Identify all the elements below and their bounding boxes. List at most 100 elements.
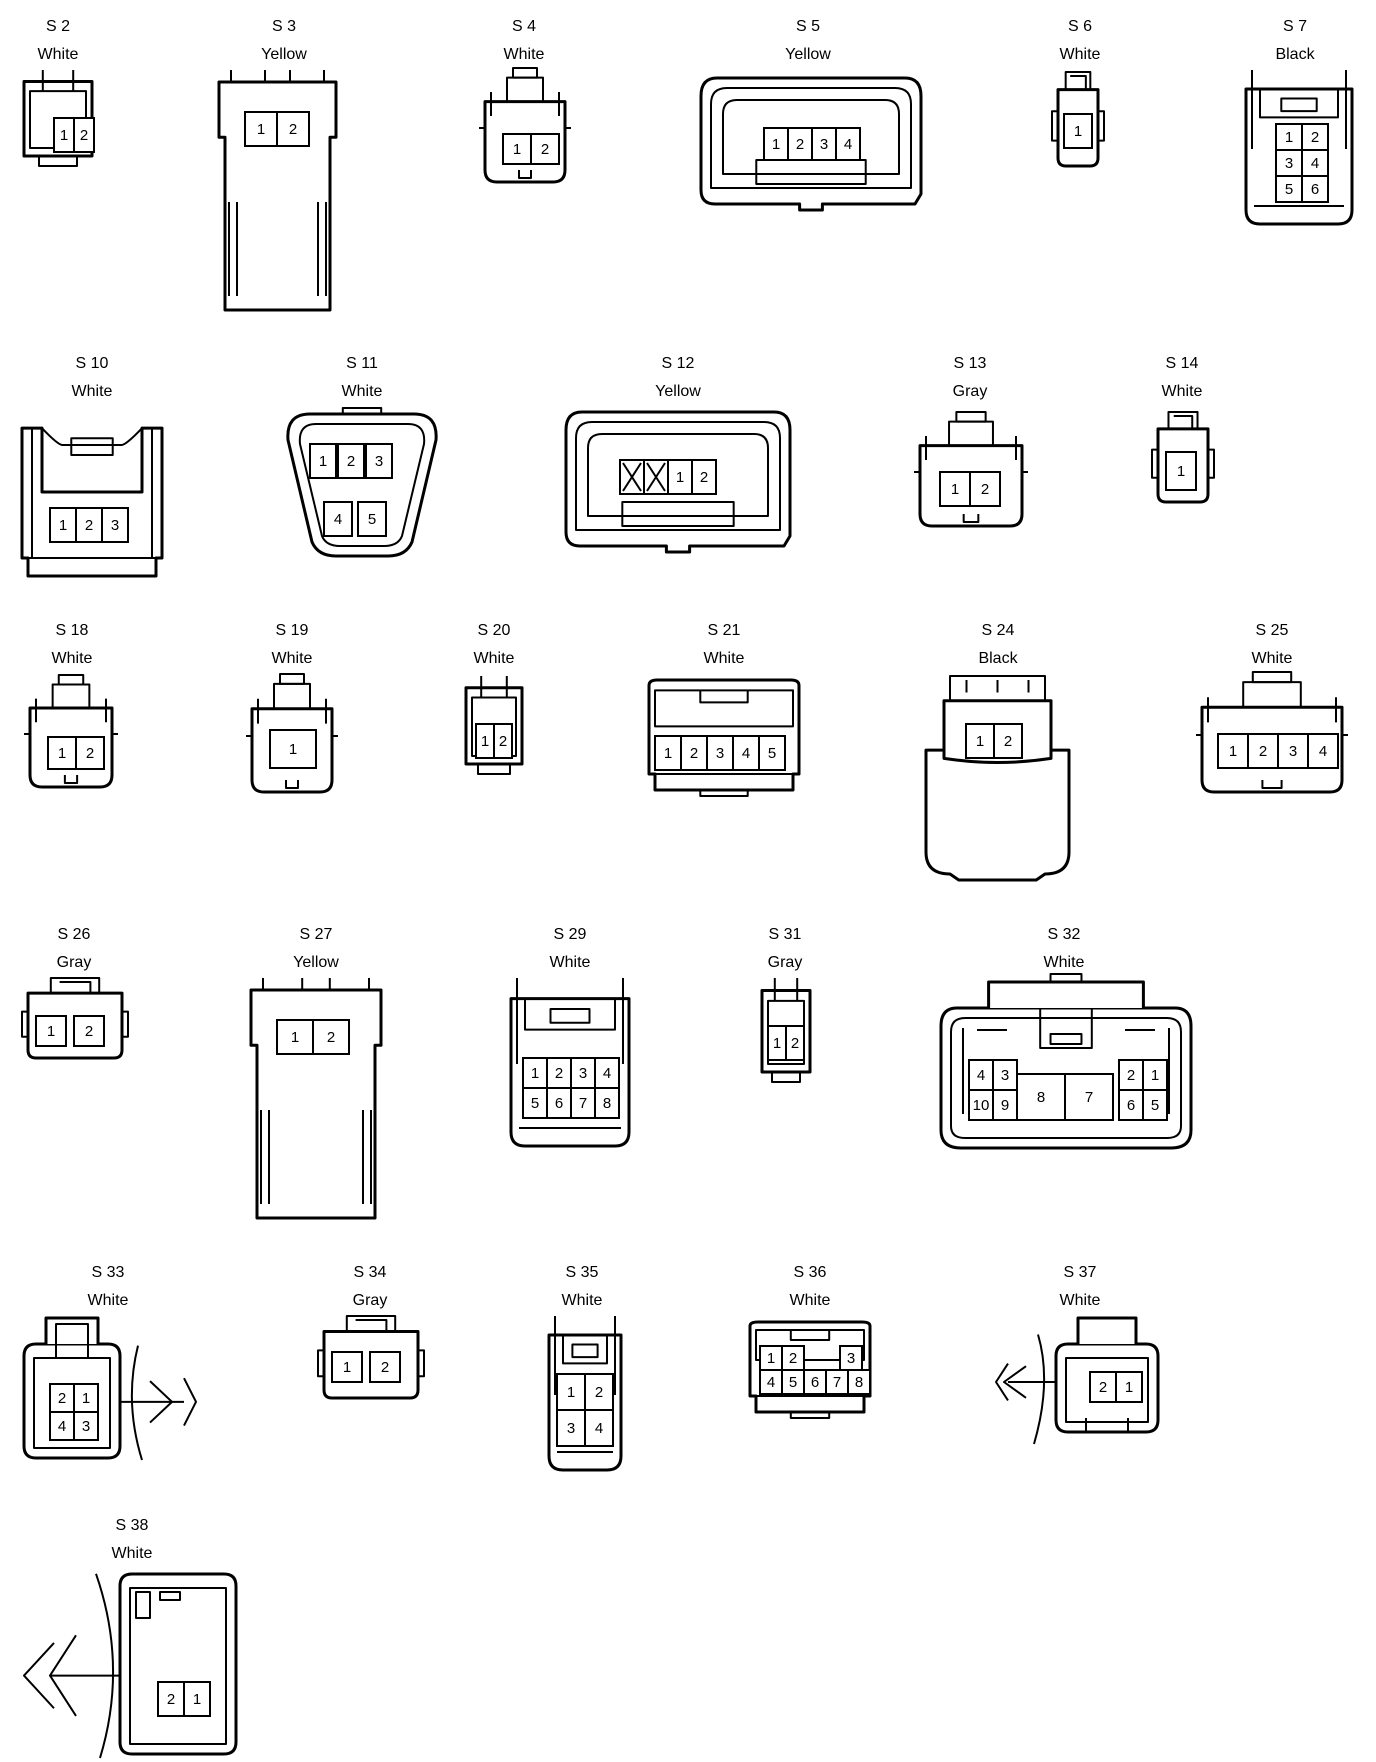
housing-detail [1070, 75, 1087, 90]
pin-cavity [763, 127, 789, 161]
pin-number: 1 [58, 745, 66, 762]
connector-housing [924, 748, 1071, 882]
connector-id-label: S 3 [271, 18, 296, 35]
pin-number: 3 [579, 1065, 587, 1082]
connector-id-label: S 25 [1255, 622, 1289, 639]
pin-number: 7 [833, 1374, 841, 1391]
pin-cavity [847, 1369, 871, 1395]
pin-cavity [1307, 733, 1339, 769]
pin-cavity [530, 133, 560, 165]
pin-number: 1 [513, 141, 521, 158]
housing-detail [345, 1315, 397, 1332]
connector-color-label: Yellow [785, 46, 831, 63]
connector-id-label: S 4 [511, 18, 536, 35]
pin-number: 2 [381, 1359, 389, 1376]
pin-number: 4 [595, 1420, 603, 1437]
pin-cavity [992, 1089, 1018, 1121]
pin-number: 4 [58, 1418, 66, 1435]
pin-number: 5 [1151, 1097, 1159, 1114]
pin-number: 4 [334, 511, 342, 528]
housing-detail [1207, 697, 1337, 723]
housing-detail [301, 978, 331, 990]
connector-color-label: White [111, 1545, 153, 1562]
pin-number: 2 [791, 1035, 799, 1052]
housing-detail [149, 1380, 173, 1424]
housing-detail [755, 1329, 865, 1361]
connector-id-label: S 35 [565, 1264, 599, 1281]
pin-number: 3 [1285, 155, 1293, 172]
connector-housing [44, 1316, 100, 1344]
housing-detail [159, 1591, 181, 1601]
pin-number: 3 [375, 453, 383, 470]
housing-detail [965, 680, 1030, 693]
pin-number: 2 [1004, 733, 1012, 750]
housing-detail [925, 436, 1017, 460]
pin-number: 2 [595, 1384, 603, 1401]
housing-detail [355, 1319, 388, 1332]
pin-cavity [1277, 733, 1309, 769]
housing-detail [55, 1323, 89, 1359]
connector-color-label: Yellow [655, 383, 701, 400]
pin-cavity [732, 735, 760, 771]
pin-cavity [1301, 175, 1329, 203]
housing-detail [236, 202, 319, 296]
housing-detail [260, 1110, 372, 1204]
connector-id-label: S 6 [1067, 18, 1092, 35]
housing-detail [298, 423, 426, 547]
housing-detail [1049, 973, 1083, 982]
housing-detail [710, 87, 912, 189]
pin-number: 3 [847, 1350, 855, 1367]
connector-color-label: White [1059, 1292, 1101, 1309]
housing-detail [1003, 1365, 1027, 1399]
connector-color-label: Black [978, 650, 1018, 667]
connector-color-label: White [503, 46, 545, 63]
pin-cavity [73, 1411, 99, 1441]
pin-number: 5 [789, 1374, 797, 1391]
housing-detail [789, 1412, 831, 1419]
housing-detail [1085, 1418, 1129, 1433]
pin-number: 1 [291, 1029, 299, 1046]
housing-detail [699, 690, 749, 704]
pin-number: 5 [1285, 181, 1293, 198]
pin-number: 4 [1319, 743, 1327, 760]
housing-detail [518, 170, 532, 179]
pin-number: 6 [1311, 181, 1319, 198]
housing-detail [1064, 71, 1092, 90]
housing-detail [1261, 780, 1283, 789]
housing-detail [23, 1642, 120, 1709]
housing-detail [130, 1345, 143, 1461]
housing-detail [490, 92, 560, 116]
pin-number: 1 [976, 733, 984, 750]
housing-detail [949, 675, 1046, 702]
connector-housing [1076, 1316, 1138, 1344]
connector-id-label: S 21 [707, 622, 741, 639]
housing-detail [129, 1587, 227, 1745]
connector-id-label: S 12 [661, 355, 695, 372]
pin-number: 5 [768, 745, 776, 762]
connector-id-label: S 32 [1047, 926, 1081, 943]
connector-color-label: Gray [56, 954, 92, 971]
housing-detail [135, 1591, 151, 1619]
connector-color-label: White [1043, 954, 1085, 971]
housing-detail [621, 501, 735, 527]
housing-detail [471, 696, 517, 757]
pin-cavity [546, 1087, 572, 1119]
housing-detail [699, 790, 749, 797]
housing-detail [1242, 681, 1302, 708]
pin-number: 6 [1127, 1097, 1135, 1114]
housing-detail [587, 433, 769, 517]
pin-cavity [312, 1019, 350, 1055]
housing-detail [1251, 671, 1293, 684]
pin-number: 4 [767, 1374, 775, 1391]
housing-detail [1151, 448, 1215, 479]
pin-number: 1 [772, 136, 780, 153]
pin-number: 2 [1259, 743, 1267, 760]
